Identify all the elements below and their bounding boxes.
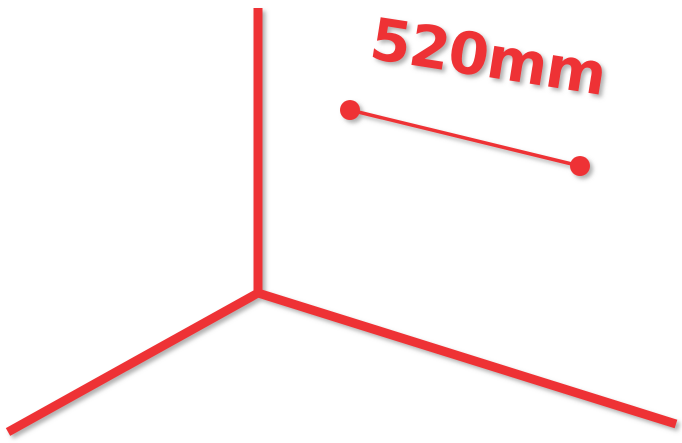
dimension-indicator (340, 100, 590, 176)
dimension-endpoint-start (340, 100, 360, 120)
dimension-endpoint-end (570, 156, 590, 176)
measurement-label: 520mm (366, 5, 611, 109)
dimension-line (348, 108, 582, 168)
floor-left-edge (5, 289, 261, 436)
measurement-label-group: 520mm (366, 5, 611, 109)
room-corner-edges (5, 8, 678, 436)
floor-right-edge (256, 288, 678, 429)
